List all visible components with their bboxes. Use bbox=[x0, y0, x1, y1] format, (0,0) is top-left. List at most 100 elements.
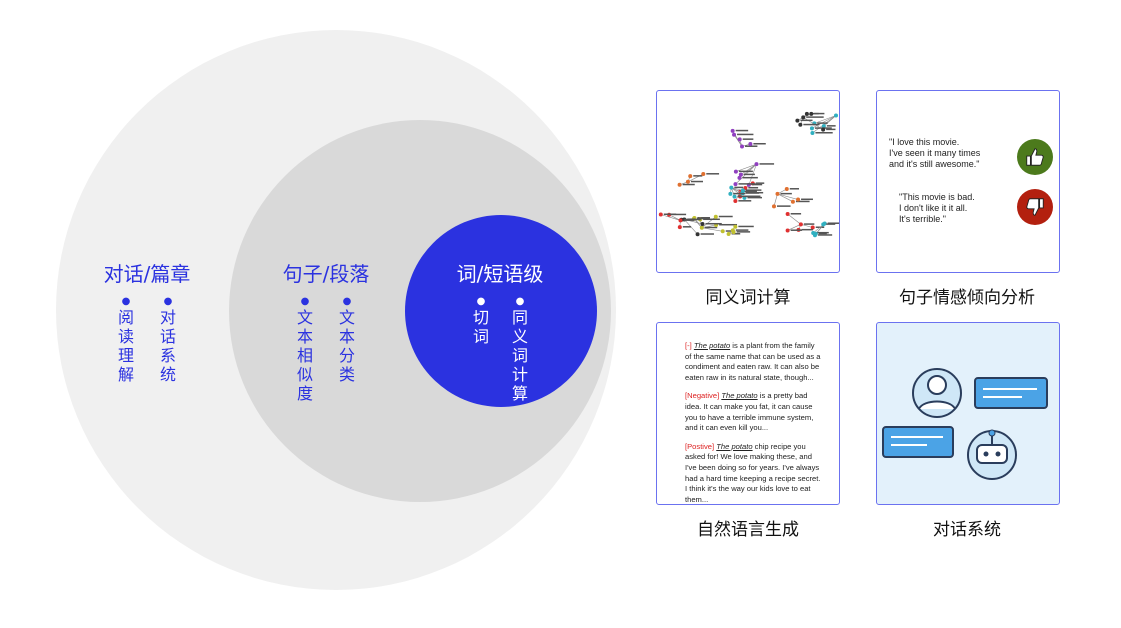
graph-node bbox=[677, 225, 682, 230]
graph-node bbox=[731, 230, 736, 235]
graph-label-mark bbox=[742, 176, 758, 179]
graph-label-mark bbox=[743, 173, 755, 176]
graph-label-mark bbox=[663, 213, 677, 216]
graph-node bbox=[730, 128, 735, 133]
generated-paragraph: [Negative] The potato is a pretty bad id… bbox=[685, 391, 814, 433]
graph-node bbox=[733, 182, 738, 187]
graph-edge bbox=[777, 193, 794, 202]
graph-label-mark bbox=[742, 138, 754, 140]
graph-label-mark bbox=[738, 183, 756, 185]
negative-review: "This movie is bad. I don't like it it a… bbox=[899, 192, 975, 224]
graph-edge bbox=[735, 163, 757, 172]
graph-label-mark bbox=[795, 200, 810, 203]
task-dialog: ●对话系统 bbox=[159, 296, 176, 384]
generated-paragraph: [-] The potato is a plant from the famil… bbox=[685, 341, 821, 382]
graph-label-mark bbox=[815, 132, 833, 134]
graph-node bbox=[795, 118, 800, 123]
graph-label-mark bbox=[693, 175, 703, 177]
graph-node bbox=[685, 179, 690, 184]
graph-node bbox=[775, 191, 780, 196]
graph-label-mark bbox=[682, 183, 695, 186]
graph-node bbox=[809, 111, 814, 116]
graph-node bbox=[733, 199, 738, 204]
level-title-word: 词/短语级 bbox=[456, 262, 544, 286]
graph-node bbox=[809, 126, 814, 131]
graph-edge bbox=[787, 213, 802, 225]
graph-label-mark bbox=[700, 233, 714, 235]
level-title-sentence: 句子/段落 bbox=[282, 262, 370, 286]
task-similarity: ●文本相似度 bbox=[296, 296, 313, 403]
graph-node bbox=[790, 199, 795, 204]
graph-edge bbox=[740, 163, 757, 175]
graph-node bbox=[733, 224, 738, 229]
graph-node bbox=[677, 182, 682, 187]
graph-label-mark bbox=[706, 173, 720, 175]
graph-node bbox=[729, 185, 734, 190]
task-synonym: ●同义词计算 bbox=[511, 296, 528, 403]
graph-edge bbox=[668, 214, 681, 221]
graph-node bbox=[732, 132, 737, 137]
graph-label-mark bbox=[817, 122, 828, 124]
graph-label-mark bbox=[745, 189, 762, 191]
graph-label-mark bbox=[736, 231, 751, 233]
graph-label-mark bbox=[818, 232, 827, 235]
synonym-graph-card bbox=[656, 90, 840, 273]
graph-node bbox=[713, 214, 718, 219]
graph-label-mark bbox=[801, 228, 814, 231]
graph-node bbox=[678, 218, 683, 223]
graph-edge bbox=[787, 224, 801, 231]
graph-node bbox=[812, 233, 817, 238]
caption-synonym: 同义词计算 bbox=[705, 288, 791, 308]
graph-node bbox=[785, 228, 790, 233]
graph-node bbox=[834, 113, 839, 118]
graph-node bbox=[821, 127, 826, 132]
graph-node bbox=[726, 232, 731, 237]
graph-label-mark bbox=[704, 226, 718, 229]
task-segmentation: ●切词 bbox=[472, 296, 489, 346]
graph-label-mark bbox=[800, 119, 813, 122]
graph-label-mark bbox=[753, 142, 766, 145]
thumbs-down-icon bbox=[1017, 189, 1053, 225]
graph-node bbox=[737, 137, 742, 142]
graph-node bbox=[737, 175, 742, 180]
graph-label-mark bbox=[803, 223, 815, 225]
graph-node bbox=[796, 197, 801, 202]
graph-label-mark bbox=[745, 145, 758, 147]
graph-label-mark bbox=[718, 215, 733, 218]
graph-label-mark bbox=[697, 217, 710, 219]
graph-label-mark bbox=[776, 205, 791, 207]
generated-text: [-] The potato is a plant from the famil… bbox=[685, 341, 821, 504]
graph-label-mark bbox=[683, 219, 695, 221]
graph-label-mark bbox=[790, 213, 802, 215]
graph-node bbox=[798, 222, 803, 227]
caption-generation: 自然语言生成 bbox=[697, 520, 799, 540]
graph-node bbox=[695, 232, 700, 237]
graph-node bbox=[720, 229, 725, 234]
graph-label-mark bbox=[745, 192, 760, 194]
graph-label-mark bbox=[725, 230, 735, 232]
graph-label-mark bbox=[747, 196, 763, 199]
thumbs-up-icon bbox=[1017, 139, 1053, 175]
chatbot-illustration bbox=[882, 368, 1048, 480]
graph-node bbox=[688, 174, 693, 179]
graph-node bbox=[754, 162, 759, 167]
caption-dialog: 对话系统 bbox=[933, 520, 1001, 540]
graph-label-mark bbox=[826, 128, 836, 131]
graph-node bbox=[700, 221, 705, 226]
graph-label-mark bbox=[733, 192, 746, 195]
graph-node bbox=[728, 191, 733, 196]
graph-edge bbox=[811, 115, 837, 129]
graph-label-mark bbox=[738, 170, 753, 173]
graph-label-mark bbox=[672, 213, 687, 216]
graph-node bbox=[699, 225, 704, 230]
graph-label-mark bbox=[737, 133, 754, 136]
graph-label-mark bbox=[738, 225, 754, 228]
graph-label-mark bbox=[696, 217, 710, 220]
graph-node bbox=[821, 124, 826, 129]
graph-node bbox=[804, 111, 809, 116]
graph-edge bbox=[777, 193, 799, 200]
chat-bubble-icon bbox=[882, 426, 954, 458]
graph-edge bbox=[701, 224, 717, 229]
dialog-card bbox=[876, 322, 1060, 505]
graph-node bbox=[801, 115, 806, 120]
